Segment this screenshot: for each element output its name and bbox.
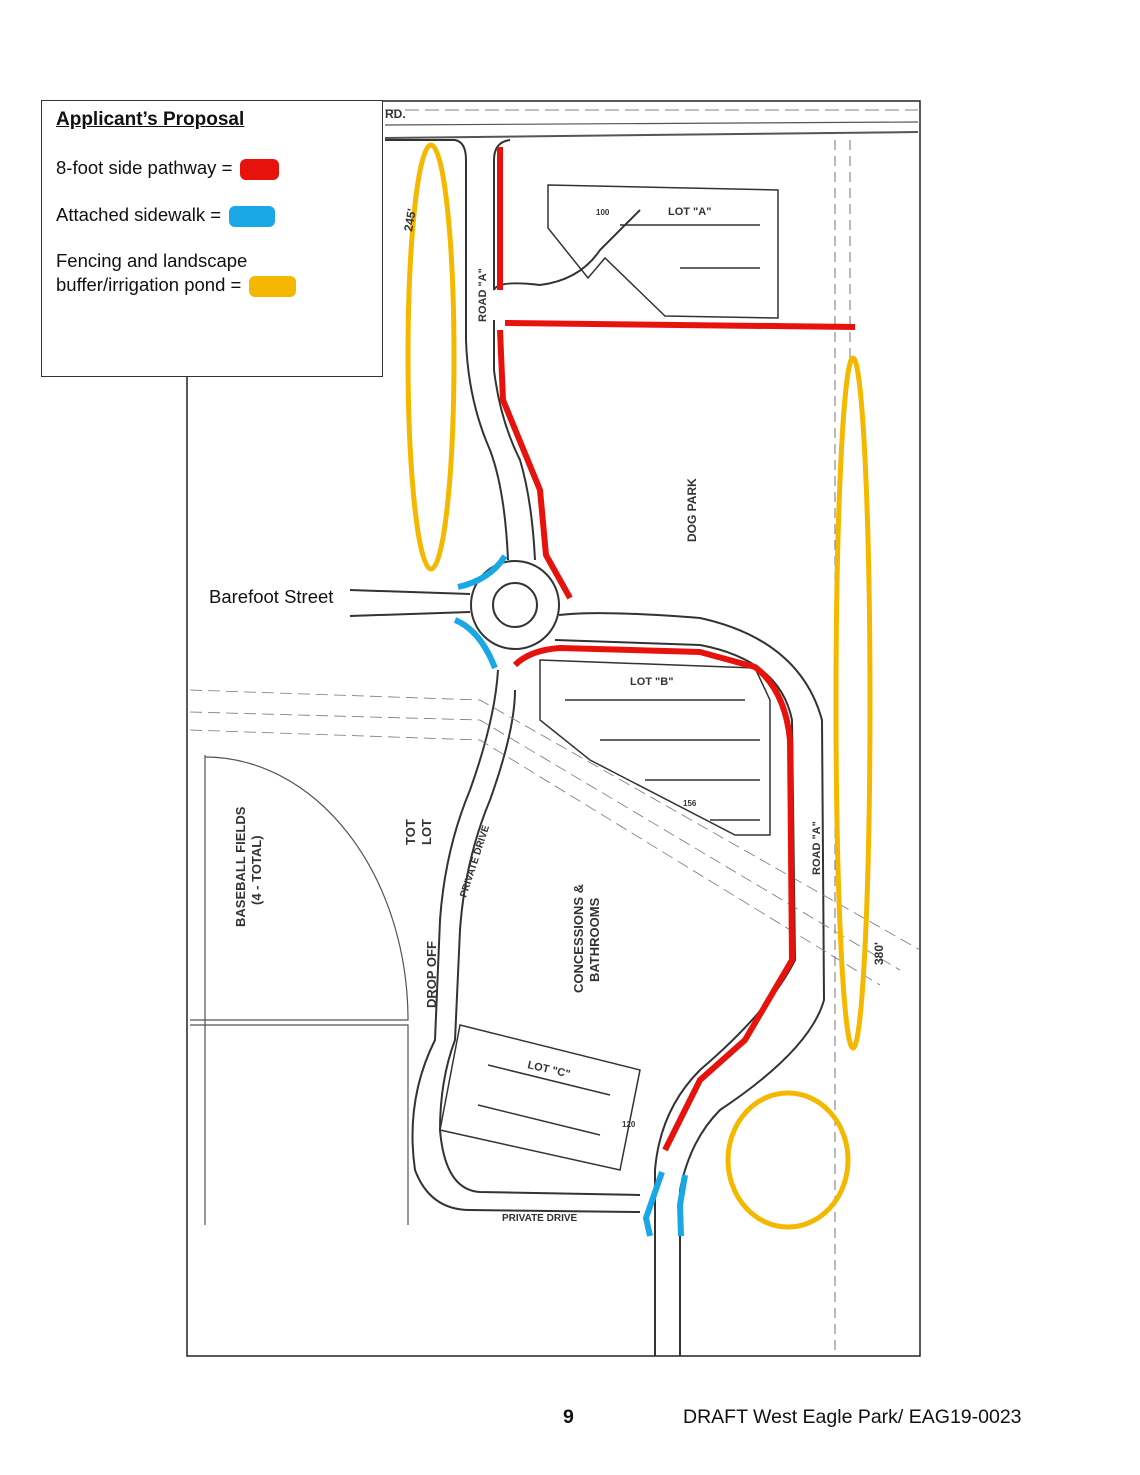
lot-b-outline <box>539 659 771 836</box>
lot-b-label: LOT "B" <box>630 676 673 688</box>
concessions-label: CONCESSIONS & <box>571 884 586 993</box>
lot-b-count: 156 <box>683 799 697 808</box>
attached-sidewalks <box>453 554 688 1237</box>
page-number: 9 <box>563 1406 574 1428</box>
lot-c-outline <box>439 1024 641 1171</box>
document-title: DRAFT West Eagle Park/ EAG19-0023 <box>683 1406 1022 1428</box>
legend-label: 8-foot side pathway = <box>56 157 233 178</box>
dog-park-label: DOG PARK <box>685 478 699 542</box>
red-swatch <box>240 158 280 180</box>
street-label: Barefoot Street <box>209 586 334 607</box>
buffer-west <box>405 142 457 572</box>
buffer-east <box>833 355 873 1051</box>
legend-item-buffer: Fencing and landscape buffer/irrigation … <box>56 249 297 297</box>
baseball-fields <box>190 755 409 1225</box>
legend-label: buffer/irrigation pond = <box>56 274 242 295</box>
baseball-fields-count: (4 - TOTAL) <box>249 835 264 905</box>
legend-box: Applicant’s Proposal 8-foot side pathway… <box>41 100 383 377</box>
utility-lines <box>189 689 921 986</box>
road-name-label: RD. <box>385 107 406 121</box>
road-a-label: ROAD "A" <box>477 268 489 322</box>
baseball-fields-label: BASEBALL FIELDS <box>233 806 248 927</box>
lot-c-count: 120 <box>622 1120 636 1129</box>
legend-title: Applicant’s Proposal <box>56 109 245 130</box>
legend-label: Attached sidewalk = <box>56 204 222 225</box>
tot-lot-label-1: TOT <box>403 819 418 845</box>
drop-off-label: DROP OFF <box>424 941 439 1008</box>
irrigation-pond <box>725 1090 851 1230</box>
legend-label: Fencing and landscape <box>56 250 248 271</box>
lot-a-count: 100 <box>596 208 610 217</box>
legend-item-sidewalk: Attached sidewalk = <box>56 203 276 227</box>
blue-swatch <box>229 205 276 227</box>
parking-lots <box>439 184 779 1171</box>
legend-item-pathway: 8-foot side pathway = <box>56 156 280 180</box>
bathrooms-label: BATHROOMS <box>587 897 602 982</box>
top-road <box>384 109 919 1356</box>
side-pathways <box>497 147 856 1152</box>
tot-lot-label-2: LOT <box>419 819 434 845</box>
dimension-380: 380' <box>872 942 886 965</box>
yellow-swatch <box>249 275 297 297</box>
landscape-buffers <box>405 142 873 1230</box>
private-drive <box>411 669 641 1213</box>
private-drive-label-south: PRIVATE DRIVE <box>502 1213 578 1224</box>
lot-a-outline <box>547 184 779 319</box>
road-a-east-label: ROAD "A" <box>811 821 823 875</box>
dimension-245: 245' <box>401 207 419 232</box>
lot-a-label: LOT "A" <box>668 206 711 218</box>
